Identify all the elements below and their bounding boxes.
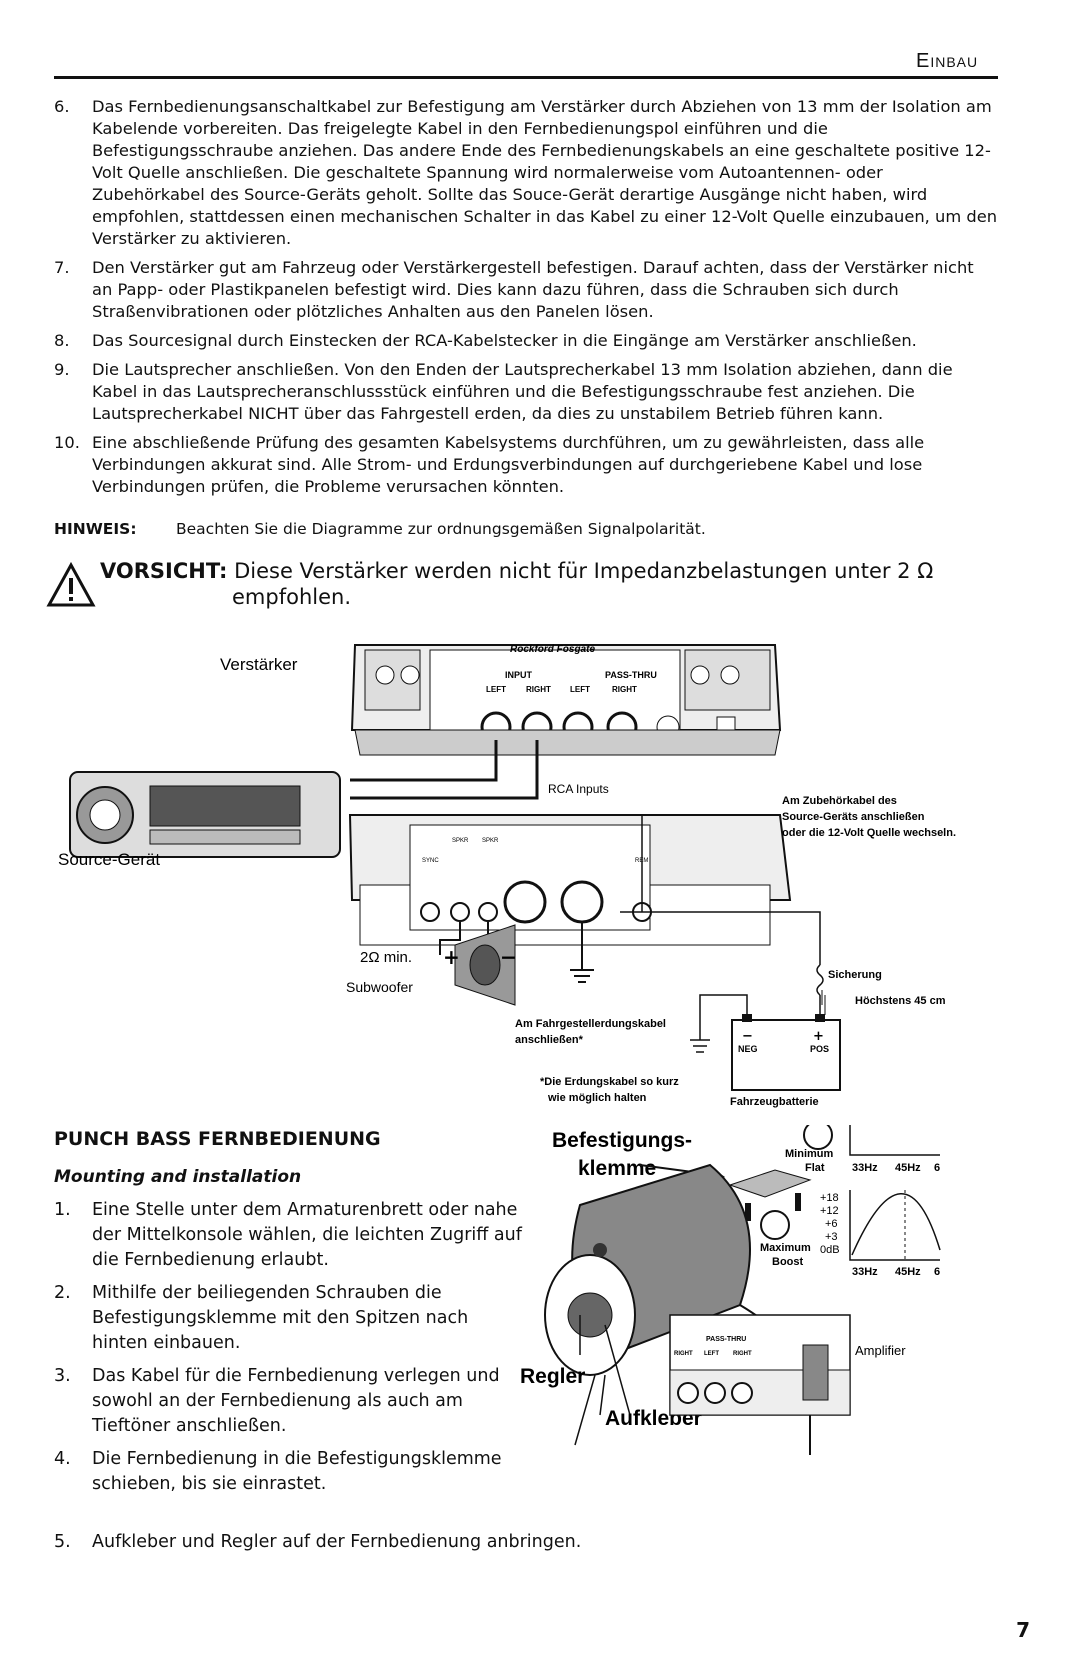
note: HINWEIS: Beachten Sie die Diagramme zur … — [54, 520, 706, 538]
accessory-note-2: Source-Geräts anschließen — [782, 811, 925, 823]
list-item: 6.Das Fernbedienungsanschaltkabel zur Be… — [54, 97, 998, 248]
hz33-label: 33Hz — [852, 1266, 878, 1278]
wiring-diagram: Rockford Fosgate INPUT PASS-THRU LEFT RI… — [58, 644, 956, 1108]
fuse-icon — [816, 964, 824, 996]
remote-steps: 1.Eine Stelle unter dem Armaturenbrett o… — [54, 1198, 524, 1505]
amp-label: Verstärker — [220, 655, 298, 674]
left-label: LEFT — [570, 685, 590, 694]
clamp-label-1: Befestigungs- — [552, 1129, 692, 1152]
page-number: 7 — [1016, 1618, 1030, 1642]
svg-text:−: − — [742, 1029, 753, 1044]
battery-label: Fahrzeugbatterie — [730, 1096, 819, 1108]
knob-max-icon — [760, 1210, 790, 1240]
source-unit — [69, 771, 341, 858]
note-text: Beachten Sie die Diagramme zur ordnungsg… — [176, 520, 706, 538]
max-distance-label: Höchstens 45 cm — [855, 995, 946, 1007]
warning-icon — [46, 562, 96, 607]
min-ohm-label: 2Ω min. — [360, 949, 412, 966]
spkr-label: SPKR — [482, 838, 499, 844]
maximum-label: Maximum — [760, 1242, 811, 1254]
list-item: 9.Die Lautsprecher anschließen. Von den … — [54, 360, 953, 423]
knob-min-icon — [803, 1125, 833, 1150]
left-label: LEFT — [486, 685, 506, 694]
section-subtitle: Mounting and installation — [54, 1167, 302, 1187]
svg-text:−: − — [500, 945, 517, 969]
passthru-label: PASS-THRU — [706, 1336, 746, 1343]
list-item: 10.Eine abschließende Prüfung des gesamt… — [54, 433, 925, 496]
list-item: 4.Die Fernbedienung in die Befestigungsk… — [54, 1449, 502, 1494]
flat-label: Flat — [805, 1162, 825, 1174]
hz6-label: 6 — [934, 1266, 940, 1278]
accessory-note-3: oder die 12-Volt Quelle wechseln. — [782, 827, 956, 839]
subwoofer-icon — [454, 924, 516, 1006]
list-item: 1.Eine Stelle unter dem Armaturenbrett o… — [54, 1200, 522, 1270]
clamp-label-2: klemme — [578, 1157, 656, 1180]
svg-text:+: + — [813, 1029, 824, 1044]
right-label: RIGHT — [733, 1351, 752, 1357]
header-rule — [54, 76, 998, 79]
note-label: HINWEIS: — [54, 520, 137, 538]
svg-text:Rockford Fosgate: Rockford Fosgate — [510, 644, 595, 655]
source-label: Source-Gerät — [58, 850, 160, 869]
remote-diagram: Befestigungs- klemme Regler Aufkleber Mi… — [520, 1125, 941, 1455]
chassis-note-2: anschließen* — [515, 1034, 584, 1046]
svg-text:+: + — [443, 945, 460, 969]
caution-line2: empfohlen. — [232, 585, 351, 609]
caution-label: VORSICHT: — [100, 559, 228, 583]
hz6-label: 6 — [934, 1162, 940, 1174]
db-12: +12 — [820, 1205, 839, 1217]
install-steps: 6.Das Fernbedienungsanschaltkabel zur Be… — [54, 96, 998, 505]
battery-icon — [731, 1014, 841, 1091]
amplifier-panel — [669, 1314, 851, 1416]
db-0: 0dB — [820, 1244, 840, 1256]
clamp-icon — [728, 1169, 812, 1221]
amplifier-top: Rockford Fosgate — [350, 644, 782, 756]
caution-line1: Diese Verstärker werden nicht für Impeda… — [234, 559, 934, 583]
chassis-note-1: Am Fahrgestellerdungskabel — [515, 1018, 666, 1030]
left-label: LEFT — [704, 1351, 719, 1357]
page-header: Einbau — [916, 50, 979, 72]
db-3: +3 — [825, 1231, 838, 1243]
caution: VORSICHT: Diese Verstärker werden nicht … — [100, 558, 1000, 610]
hz45-label: 45Hz — [895, 1266, 921, 1278]
pos-label: POS — [810, 1044, 829, 1054]
accessory-note-1: Am Zubehörkabel des — [782, 795, 897, 807]
remote-knob-icon — [544, 1163, 751, 1376]
minimum-label: Minimum — [785, 1148, 833, 1160]
list-item: 5.Aufkleber und Regler auf der Fernbedie… — [54, 1532, 582, 1552]
sync-label: SYNC — [422, 858, 439, 864]
neg-label: NEG — [738, 1044, 758, 1054]
regler-label: Regler — [520, 1365, 585, 1388]
subwoofer-label: Subwoofer — [346, 979, 413, 995]
amplifier-front — [348, 814, 792, 946]
right-label: RIGHT — [612, 685, 637, 694]
fuse-label: Sicherung — [828, 969, 882, 981]
input-label: INPUT — [505, 670, 533, 680]
db-6: +6 — [825, 1218, 838, 1230]
db-18: +18 — [820, 1192, 839, 1204]
hz45-label: 45Hz — [895, 1162, 921, 1174]
list-item: 8.Das Sourcesignal durch Einstecken der … — [54, 331, 917, 350]
ground-note-2: wie möglich halten — [547, 1092, 647, 1104]
rca-inputs-label: RCA Inputs — [548, 782, 609, 796]
boost-label: Boost — [772, 1256, 804, 1268]
ground-note-1: *Die Erdungskabel so kurz — [540, 1076, 679, 1088]
right-label: RIGHT — [526, 685, 551, 694]
amplifier-label: Amplifier — [855, 1343, 906, 1358]
list-item: 3.Das Kabel für die Fernbedienung verleg… — [54, 1366, 500, 1436]
list-item: 7.Den Verstärker gut am Fahrzeug oder Ve… — [54, 258, 974, 321]
hz33-label: 33Hz — [852, 1162, 878, 1174]
section-title: PUNCH BASS FERNBEDIENUNG — [54, 1128, 381, 1150]
passthru-label: PASS-THRU — [605, 670, 657, 680]
right-label: RIGHT — [674, 1351, 693, 1357]
list-item: 2.Mithilfe der beiliegenden Schrauben di… — [54, 1283, 469, 1353]
spkr-label: SPKR — [452, 838, 469, 844]
